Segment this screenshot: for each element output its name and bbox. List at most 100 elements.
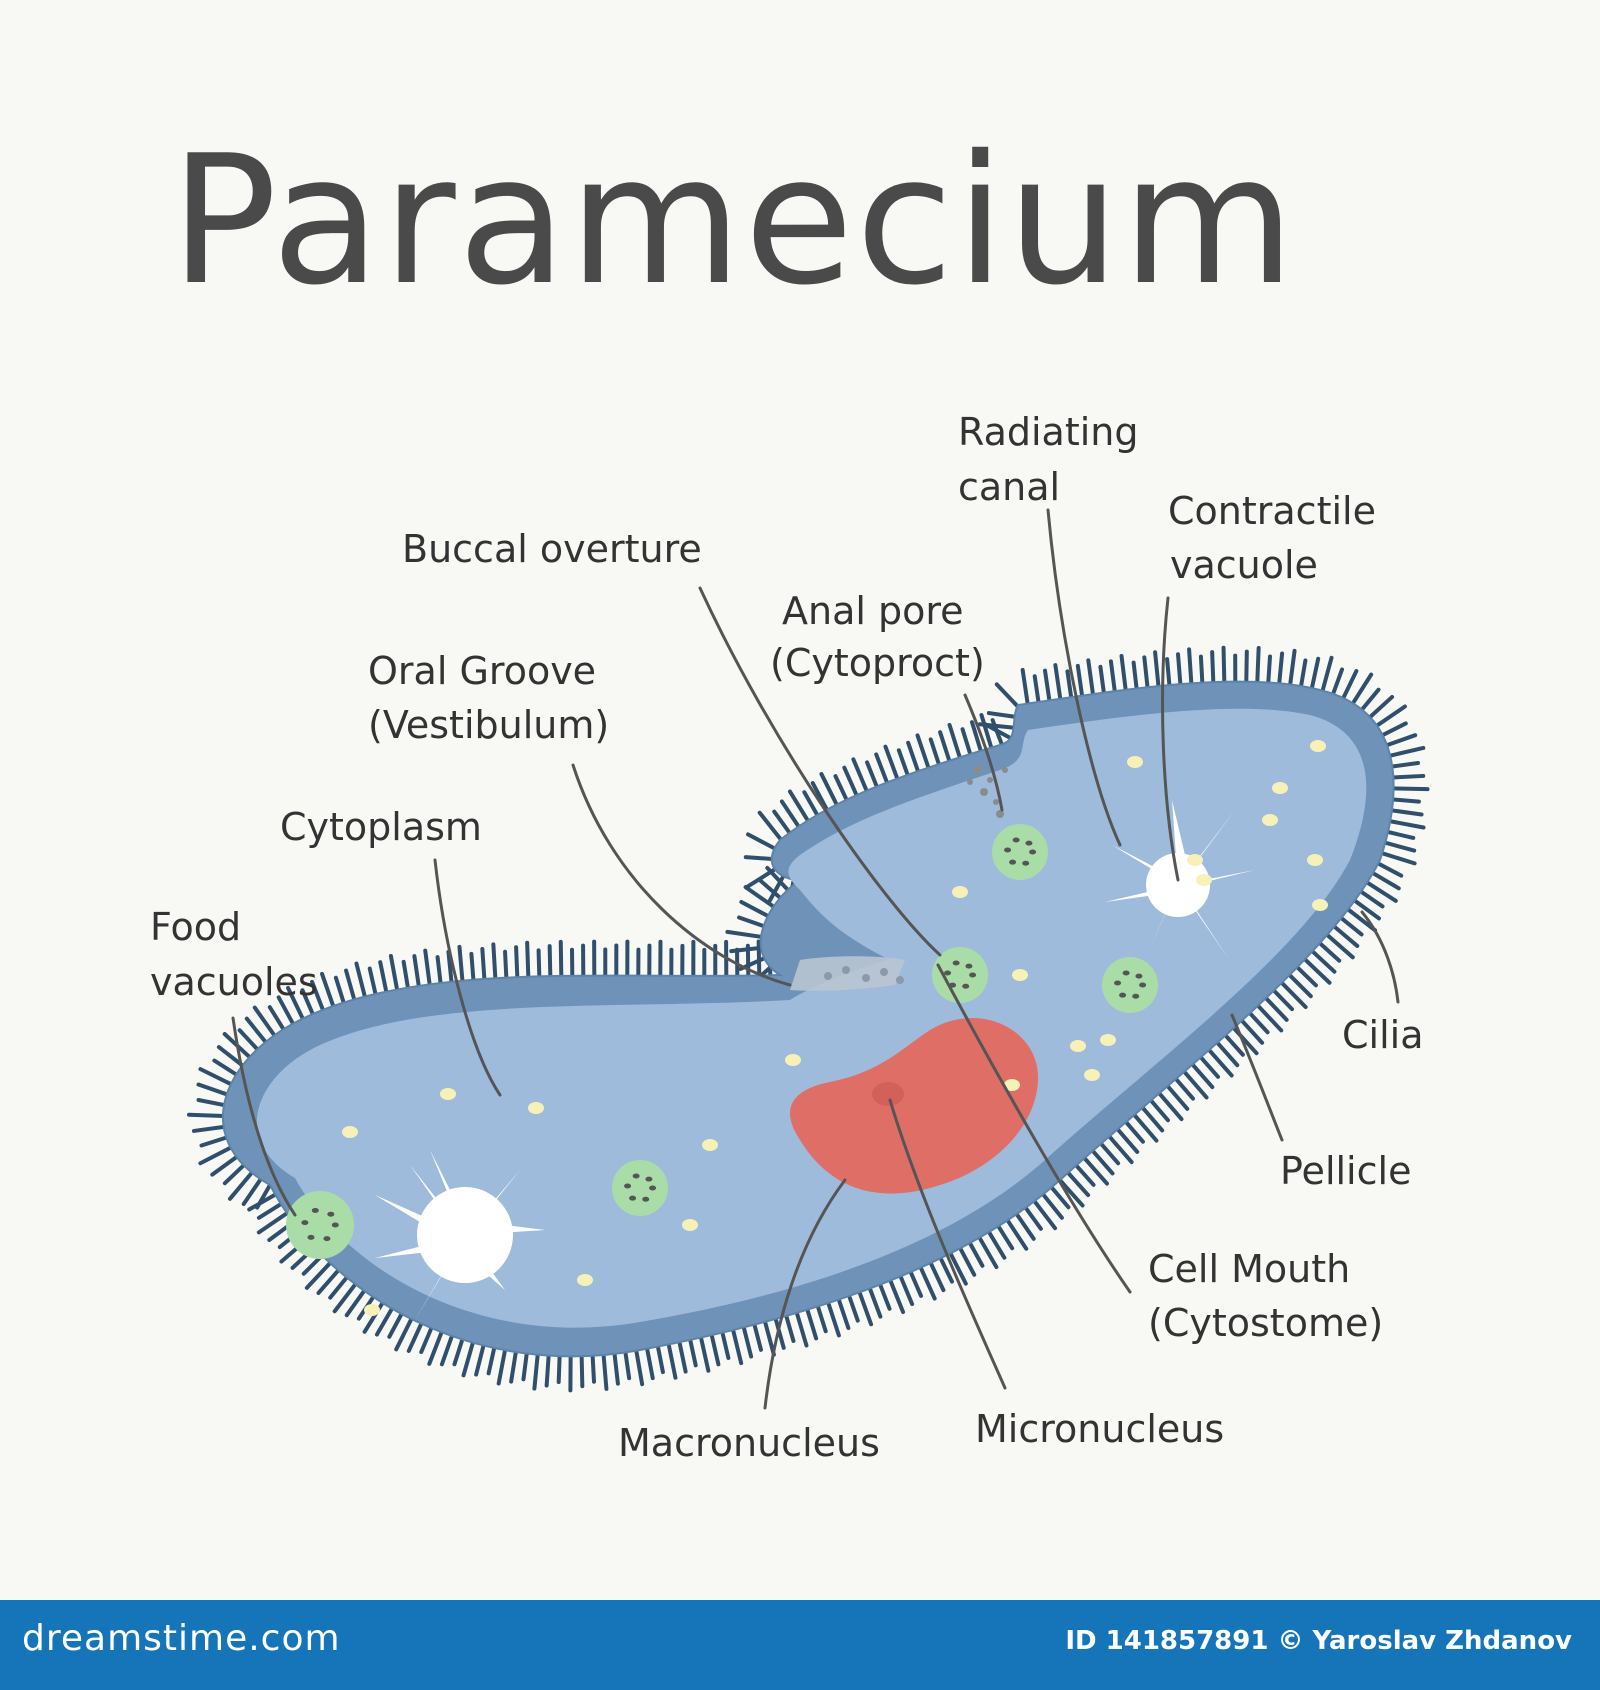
cilium xyxy=(316,1265,343,1295)
granule xyxy=(1012,969,1028,981)
label-oral-groove-line2: (Vestibulum) xyxy=(368,703,609,747)
cilium xyxy=(1196,1052,1220,1079)
cilium xyxy=(474,1339,487,1377)
labels: Radiating canal Contractile vacuole Bucc… xyxy=(150,410,1424,1465)
food-vacuole xyxy=(1102,957,1158,1013)
cilium xyxy=(244,1016,271,1048)
cilium xyxy=(984,1226,1007,1260)
cilium xyxy=(276,995,297,1030)
granule xyxy=(1307,854,1323,866)
cilium xyxy=(401,959,411,994)
cilium xyxy=(198,1067,237,1088)
cilium xyxy=(439,1330,456,1367)
food-particle xyxy=(331,1222,339,1228)
cilium xyxy=(406,1318,425,1353)
cilium xyxy=(1165,657,1172,692)
cilium xyxy=(1339,669,1359,704)
cilium xyxy=(304,1258,335,1290)
cilium xyxy=(344,968,358,1006)
cilium xyxy=(503,949,509,984)
cilium xyxy=(252,1005,279,1041)
footer-site-name[interactable]: dreamstime.com xyxy=(22,1618,341,1659)
cilium xyxy=(1384,818,1426,830)
cilium xyxy=(1300,954,1332,985)
cilium xyxy=(842,765,861,801)
contractile-vacuole-left xyxy=(375,1150,545,1320)
food-particle xyxy=(1122,970,1130,976)
cilium xyxy=(367,966,379,1000)
food-particle xyxy=(1012,837,1020,843)
label-cell-mouth-line1: Cell Mouth xyxy=(1148,1247,1350,1291)
food-particle xyxy=(944,970,952,976)
cilium xyxy=(946,1247,968,1286)
leader-contractile-vacuole xyxy=(1161,596,1180,882)
cilium xyxy=(344,1285,369,1318)
cilium xyxy=(1163,1081,1190,1111)
cilium xyxy=(986,711,1021,720)
paramecium-diagram: Paramecium xyxy=(150,117,1430,1465)
cilium xyxy=(730,1324,744,1366)
label-cell-mouth-line2: (Cytostome) xyxy=(1148,1301,1383,1345)
cilium xyxy=(227,1167,257,1201)
cilium xyxy=(1176,652,1183,691)
cilium xyxy=(491,942,498,985)
cilium xyxy=(1108,659,1118,698)
macronucleus xyxy=(790,1018,1039,1194)
footer-credit: ID 141857891 © Yaroslav Zhdanov xyxy=(1065,1626,1572,1656)
granule xyxy=(1262,814,1278,826)
cilium xyxy=(1379,839,1417,853)
label-macronucleus: Macronucleus xyxy=(618,1421,880,1465)
food-particle xyxy=(327,1211,335,1217)
food-particle xyxy=(645,1176,653,1182)
label-contractile-vacuole-line2: vacuole xyxy=(1170,543,1318,587)
cilium xyxy=(1244,649,1249,688)
cilium xyxy=(994,1220,1015,1251)
cilium xyxy=(1364,694,1395,722)
cilium xyxy=(772,809,794,838)
cilium xyxy=(874,752,891,789)
leader-pellicle xyxy=(1230,1013,1284,1142)
cilium xyxy=(698,1331,711,1373)
cilium xyxy=(1063,1167,1091,1198)
label-contractile-vacuole-line1: Contractile xyxy=(1168,489,1376,533)
cilium xyxy=(1030,1195,1058,1231)
food-vacuole xyxy=(932,947,988,1003)
granule xyxy=(1187,854,1203,866)
cilium xyxy=(496,1344,508,1386)
cilium xyxy=(1381,733,1418,749)
cilium xyxy=(241,1173,265,1207)
cilium xyxy=(719,1326,731,1360)
granule xyxy=(364,1304,380,1316)
cilium xyxy=(514,945,520,984)
cilium xyxy=(1253,1000,1284,1033)
cilium xyxy=(388,954,400,996)
title: Paramecium xyxy=(170,117,1297,324)
cilium xyxy=(744,865,781,890)
cilium xyxy=(1276,651,1285,690)
food-vacuole xyxy=(992,824,1048,880)
cilium xyxy=(1329,921,1360,948)
cilium xyxy=(286,985,307,1025)
cilium xyxy=(362,1297,387,1334)
label-anal-pore-line2: (Cytoproct) xyxy=(770,641,985,685)
cilium xyxy=(729,945,768,954)
cilium xyxy=(1322,930,1355,960)
label-cytoplasm: Cytoplasm xyxy=(280,805,482,849)
cilium xyxy=(665,1338,678,1380)
granule xyxy=(1070,1040,1086,1052)
cilium xyxy=(457,944,465,987)
leader-anal-pore xyxy=(963,693,1004,812)
cilium xyxy=(1047,1182,1071,1210)
cilium xyxy=(1003,1214,1029,1251)
food-particle xyxy=(1009,859,1017,865)
food-particle xyxy=(965,963,973,969)
cilium xyxy=(435,955,444,989)
food-particle xyxy=(624,1183,632,1189)
cilium xyxy=(412,954,422,992)
cilium xyxy=(1361,878,1398,903)
leader-lines xyxy=(231,508,1400,1410)
label-anal-pore-line1: Anal pore xyxy=(782,589,964,633)
cilium xyxy=(1187,1059,1215,1090)
food-particle xyxy=(642,1196,650,1202)
